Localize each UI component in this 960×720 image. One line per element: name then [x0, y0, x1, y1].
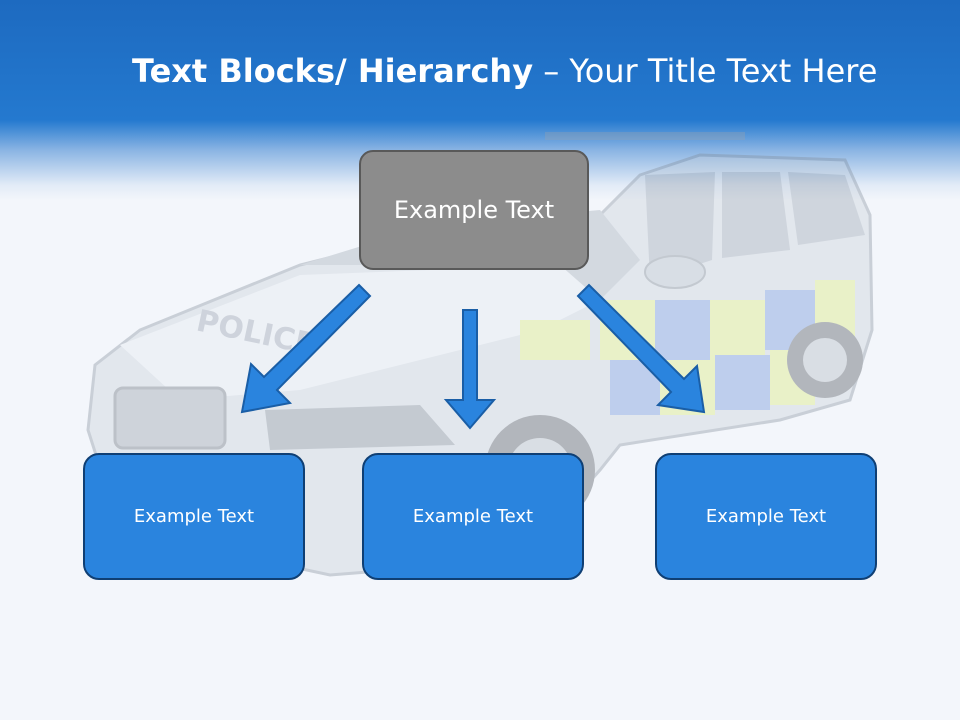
hierarchy-child-label-3: Example Text: [705, 506, 827, 527]
arrow-left: [240, 283, 372, 414]
hierarchy-child-label-2: Example Text: [412, 506, 534, 527]
hierarchy-child-box-3: Example Text: [655, 453, 877, 580]
arrow-center: [443, 309, 497, 430]
hierarchy-top-label: Example Text: [393, 196, 555, 224]
hierarchy-child-box-2: Example Text: [362, 453, 584, 580]
arrow-right: [576, 283, 706, 414]
hierarchy-child-label-1: Example Text: [133, 506, 255, 527]
slide-title: Text Blocks/ Hierarchy – Your Title Text…: [132, 52, 878, 90]
hierarchy-top-box: Example Text: [359, 150, 589, 270]
hierarchy-child-box-1: Example Text: [83, 453, 305, 580]
